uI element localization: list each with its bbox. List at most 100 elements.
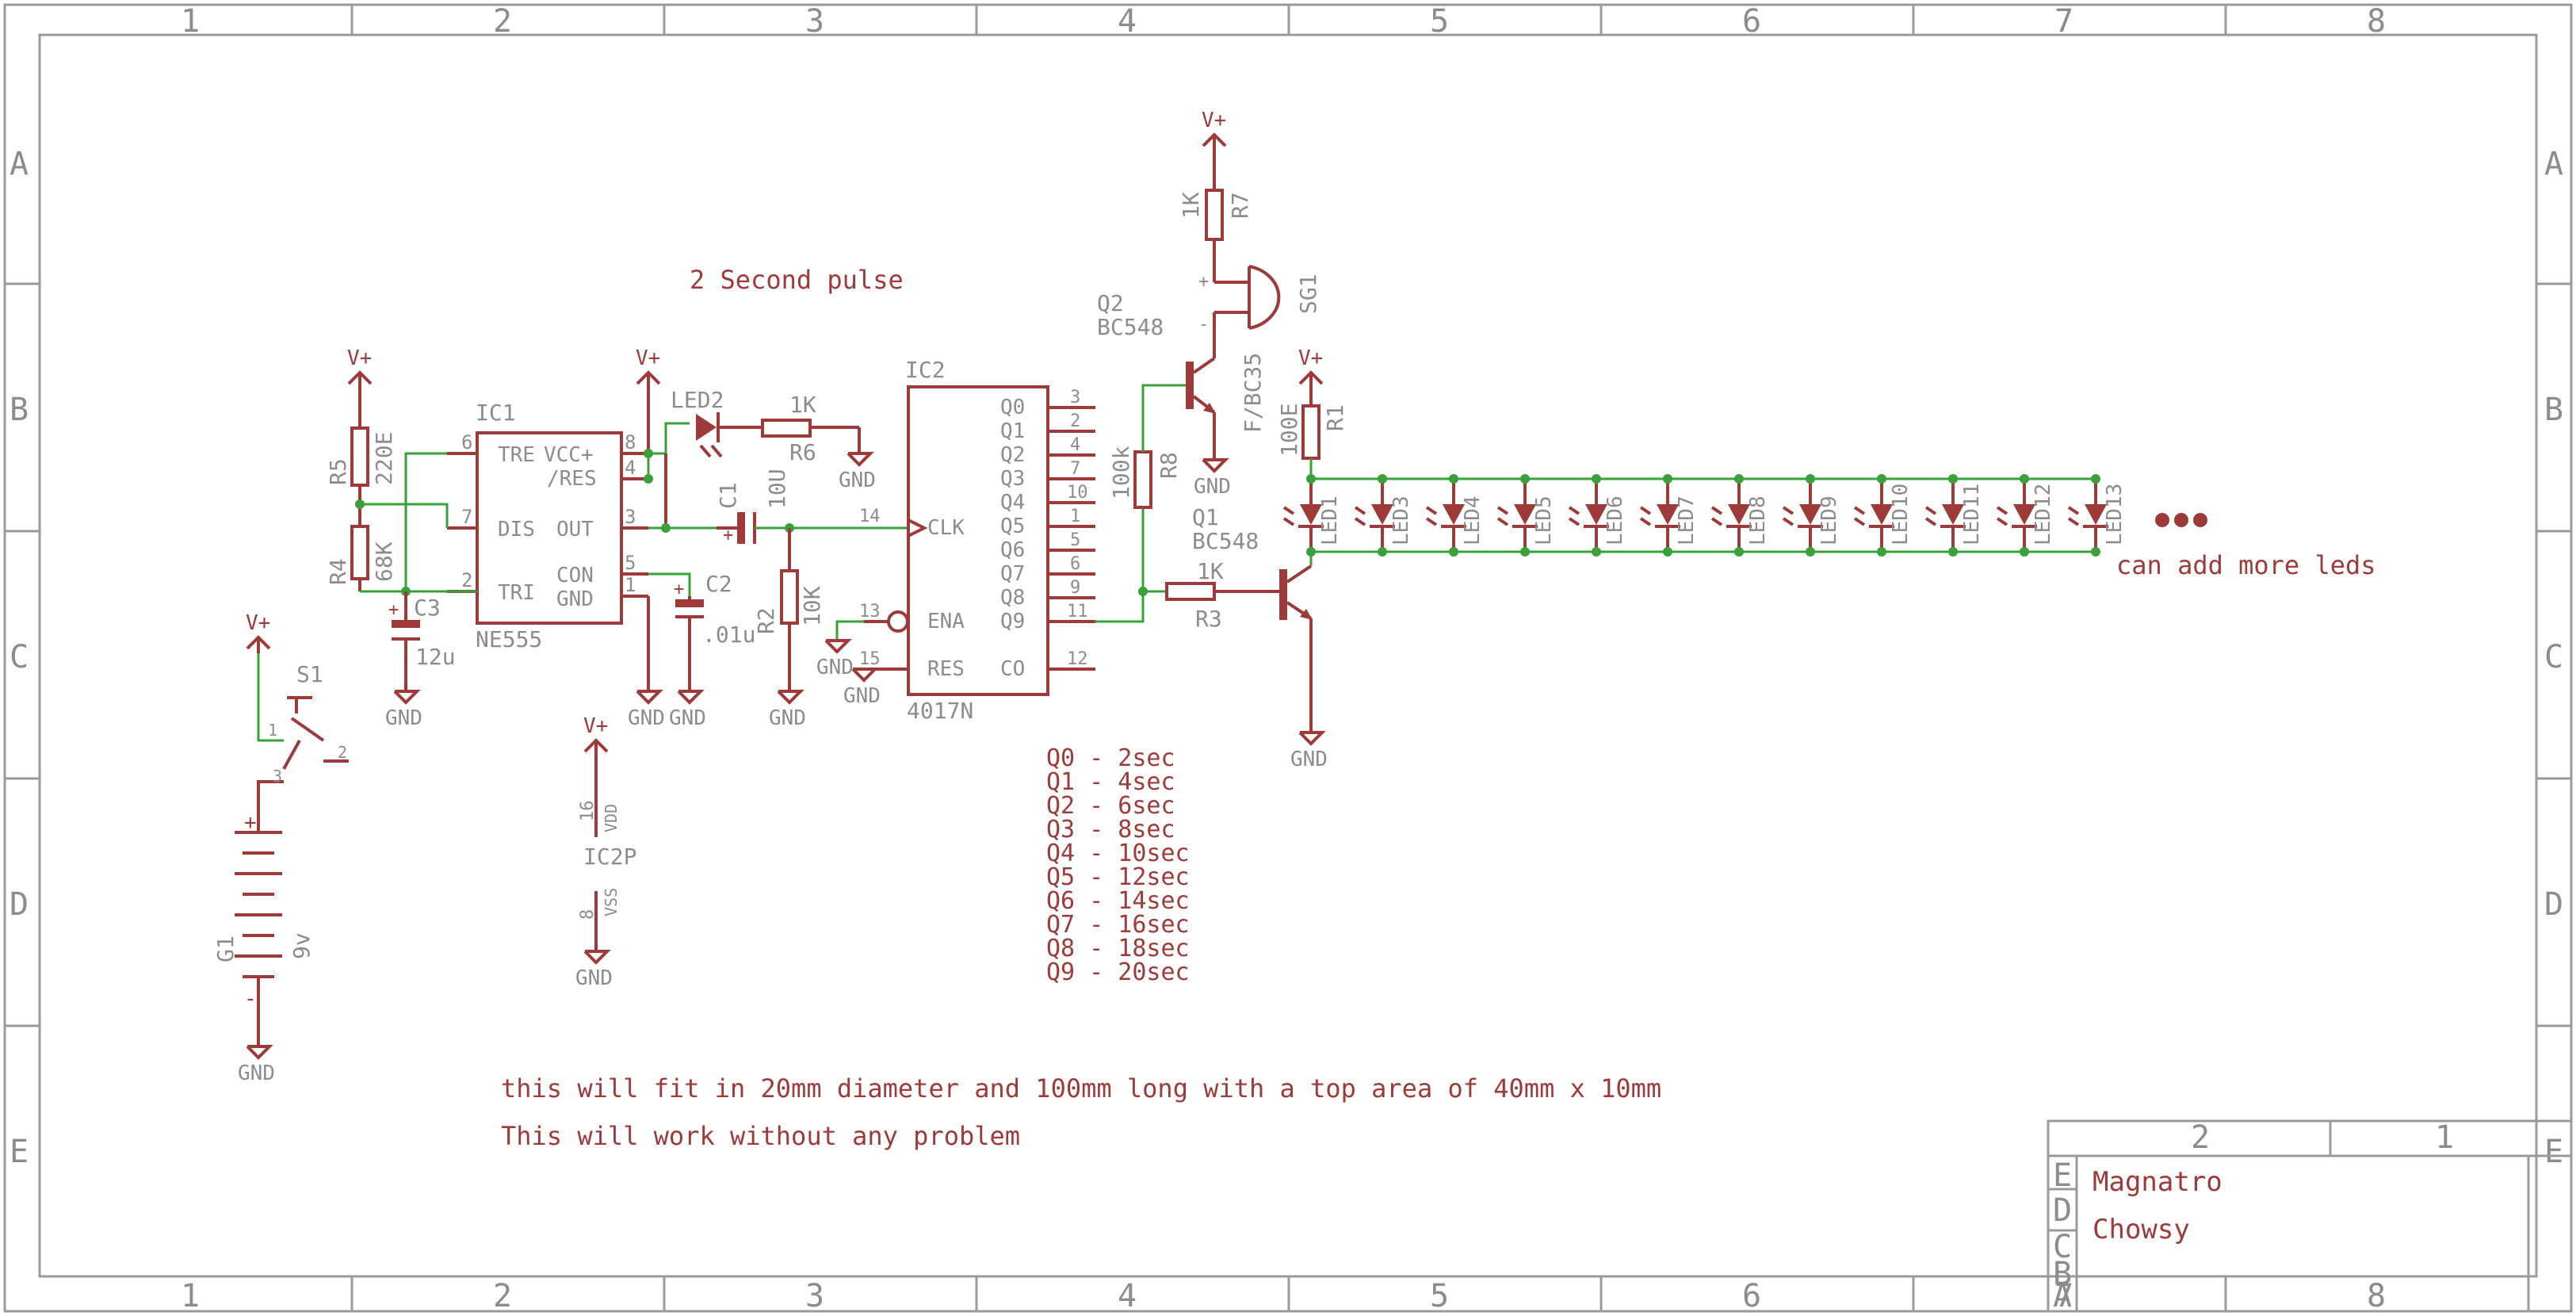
led-junction-top [1449, 474, 1458, 484]
led-label: LED4 [1461, 495, 1485, 545]
frame-col-3-top: 3 [805, 3, 824, 40]
gnd-label: GND [385, 706, 422, 730]
title-line-1: Magnatro [2093, 1166, 2222, 1198]
led-junction-top [1378, 474, 1387, 484]
led-label: LED6 [1603, 495, 1627, 545]
frame-col-3-bottom: 3 [805, 1278, 824, 1314]
led-9: LED10 [1853, 474, 1913, 557]
gnd-symbol: GND [839, 452, 876, 492]
ic2-pin-q3: 7 [1070, 459, 1080, 479]
led-label: LED10 [1889, 484, 1913, 545]
led-label: LED9 [1817, 495, 1841, 545]
ic1-label-tri: TRI [498, 581, 535, 605]
ic1-label-con: CON [556, 564, 594, 587]
led-6: LED7 [1639, 474, 1699, 557]
ic2-q0: Q0 [1000, 396, 1025, 419]
led-label: LED12 [2031, 484, 2055, 545]
ic2-q5: Q5 [1000, 515, 1025, 538]
frame-row-e-right: E [2544, 1134, 2563, 1170]
switch-battery: S1 1 2 3 G1 9v + - [212, 653, 349, 1046]
ic1-label-res: /RES [547, 467, 597, 491]
ic2-pin-ena: 13 [859, 602, 881, 622]
vplus-symbol: V+ [583, 714, 609, 756]
led-4: LED5 [1496, 474, 1556, 557]
ic2p-vdd-pin: 16 [578, 801, 598, 822]
ic2-q1: Q1 [1000, 419, 1025, 443]
ic2-q4: Q4 [1000, 491, 1025, 515]
c1-value: 10U [764, 469, 790, 509]
ic2-q6: Q6 [1000, 538, 1025, 562]
ic1-pin-7: 7 [461, 506, 472, 528]
led-junction-bottom [1520, 547, 1530, 557]
note-fit: this will fit in 20mm diameter and 100mm… [501, 1073, 1661, 1104]
led-3: LED4 [1425, 474, 1485, 557]
ic2-q7: Q7 [1000, 562, 1025, 586]
frame-col-7-top: 7 [2054, 3, 2073, 40]
q1-ref: Q1 [1192, 504, 1219, 530]
led-label: LED1 [1318, 495, 1342, 545]
r1-ref: R1 [1322, 404, 1348, 431]
ic1-pin-3: 3 [625, 506, 636, 528]
gnd-label: GND [1194, 475, 1231, 499]
ic1-label-out: OUT [556, 518, 594, 541]
vplus-label: V+ [246, 611, 270, 635]
title-line-2: Chowsy [2093, 1214, 2190, 1245]
led-junction-top [1948, 474, 1958, 484]
frame-col-8-top: 8 [2367, 3, 2386, 40]
ic1-label-vcc: VCC+ [544, 443, 594, 467]
frame-col-2-bottom: 2 [493, 1278, 512, 1314]
vplus-label: V+ [1298, 346, 1323, 370]
r5-value: 220E [371, 432, 397, 485]
frame-col-1-top: 1 [181, 3, 200, 40]
gnd-label: GND [816, 656, 854, 679]
timing-q1: Q1 - 4sec [1046, 768, 1175, 796]
led-junction-bottom [2091, 547, 2100, 557]
timing-q9: Q9 - 20sec [1046, 958, 1190, 986]
c2-network: C2 .01u + [647, 571, 755, 691]
ic2-pin-q8: 9 [1070, 578, 1080, 598]
timing-q6: Q6 - 14sec [1046, 887, 1190, 915]
gnd-symbol: GND [816, 639, 854, 679]
title-row-b: B [2053, 1256, 2072, 1292]
ic1-value: NE555 [476, 626, 542, 652]
frame-row-b-left: B [10, 392, 29, 428]
led-junction-bottom [1948, 547, 1958, 557]
gnd-symbol: GND [1194, 458, 1231, 499]
frame-col-5-top: 5 [1430, 3, 1449, 40]
ic1-pin-8: 8 [625, 431, 636, 453]
frame-row-a-left: A [10, 146, 29, 182]
c1-plus: + [723, 526, 733, 545]
r5-ref: R5 [325, 458, 351, 485]
sg1-ref: SG1 [1295, 274, 1321, 314]
led-label: LED7 [1675, 495, 1699, 545]
c3-ref: C3 [414, 595, 441, 621]
note-more-leds: can add more leds [2116, 550, 2376, 580]
title-row-a: A [2053, 1278, 2072, 1314]
ic2-pin-q6: 5 [1070, 530, 1080, 550]
s1-pin-3: 3 [273, 767, 282, 786]
title-col-2: 2 [2191, 1119, 2210, 1156]
led-junction-bottom [1449, 547, 1458, 557]
vplus-symbol: V+ [1202, 109, 1227, 151]
ic2-clk: CLK [927, 516, 965, 540]
r8-value: 100k [1108, 446, 1134, 499]
driver-q2-buzzer: Q2 BC548 1K R7 SG1 F/BC35 + - [1097, 151, 1321, 460]
led-5: LED6 [1568, 474, 1627, 557]
frame-row-d-left: D [10, 886, 29, 923]
gnd-label: GND [238, 1062, 275, 1085]
ic1-pin-1: 1 [625, 574, 636, 596]
c3-value: 12u [415, 644, 456, 670]
frame-col-6-top: 6 [1742, 3, 1761, 40]
timing-table: Q0 - 2sec Q1 - 4sec Q2 - 6sec Q3 - 8sec … [1046, 744, 1190, 986]
vplus-label: V+ [636, 346, 660, 370]
ic1-label-gnd: GND [556, 587, 594, 611]
g1-plus: + [244, 811, 257, 835]
sg1-value: F/BC35 [1240, 353, 1266, 433]
s1-pin-1: 1 [268, 721, 277, 740]
title-col-1: 1 [2435, 1119, 2454, 1156]
g1-ref: G1 [212, 935, 239, 962]
r3-value: 1K [1197, 558, 1224, 584]
led-junction-bottom [1378, 547, 1387, 557]
